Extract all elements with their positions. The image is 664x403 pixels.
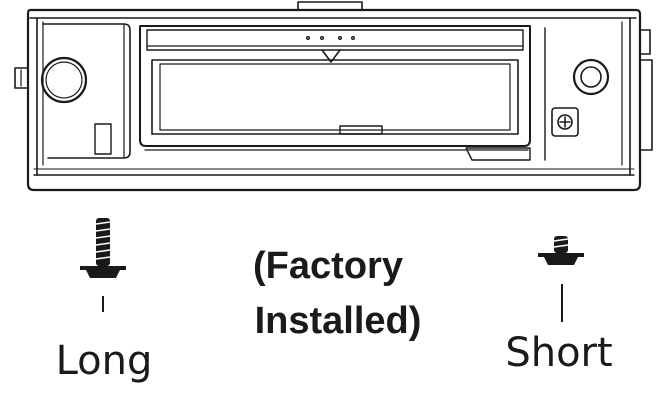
right-side-lug-lower	[639, 59, 653, 151]
left-port-inner	[45, 61, 83, 99]
bottom-right-bracket	[465, 147, 531, 161]
left-port-ring	[40, 56, 88, 104]
right-port-inner	[580, 66, 602, 88]
factory-installed-line-2: Installed)	[255, 300, 422, 342]
long-screw-label: Long	[56, 338, 153, 384]
housing-outline	[26, 8, 642, 192]
short-screw-label: Short	[505, 330, 612, 376]
top-notch	[297, 1, 363, 11]
bay-bottom-latch	[339, 125, 383, 135]
left-side-lug	[14, 67, 29, 89]
panel-screw-head	[557, 114, 573, 130]
bay-dot-4	[338, 36, 343, 41]
right-port-ring	[572, 58, 610, 96]
left-bracket-tab	[94, 123, 112, 155]
long-screw-icon	[80, 218, 126, 312]
bay-dot-2	[351, 36, 356, 41]
drive-bay-top-panel	[146, 29, 524, 51]
bay-dot-1	[306, 36, 311, 41]
panel-screw-housing	[551, 107, 579, 137]
bay-dot-3	[320, 36, 325, 41]
drive-bay-notch	[321, 49, 341, 63]
left-bracket	[42, 23, 131, 159]
short-screw-icon	[538, 236, 584, 322]
device-front-panel	[14, 1, 653, 192]
drive-bay-outer	[139, 25, 531, 147]
drive-bay-slot	[159, 63, 511, 131]
right-side-lug	[639, 29, 651, 55]
drive-bay-tray	[151, 59, 519, 135]
factory-installed-line-1: (Factory	[253, 245, 403, 287]
